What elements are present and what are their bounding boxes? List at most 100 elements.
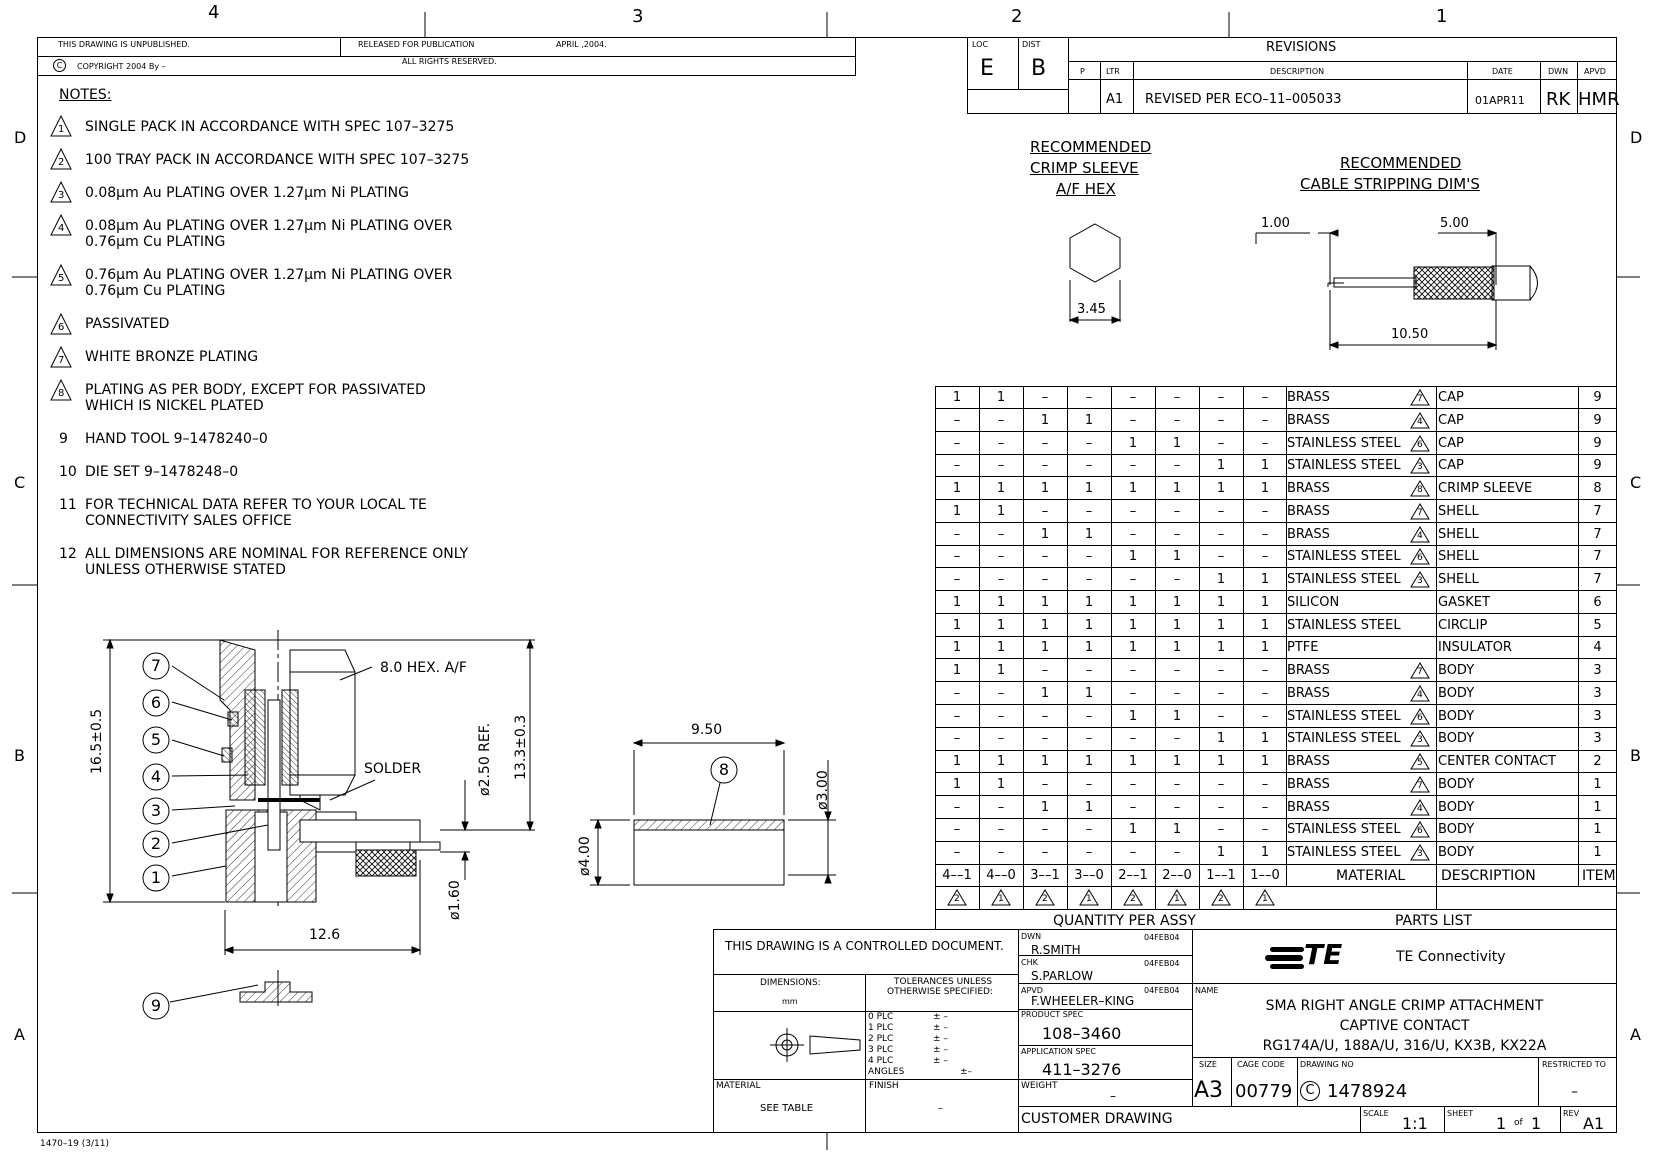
parts-list-qty-cell: 1 — [1172, 640, 1182, 656]
parts-list-qty-cell: 1 — [1084, 594, 1094, 610]
parts-list-qty-cell: – — [1085, 776, 1093, 792]
material-flag-number: 7 — [1417, 394, 1423, 404]
zone-label-top-3: 3 — [632, 6, 644, 27]
parts-list-qty-cell: 1 — [1084, 526, 1094, 542]
material-flag-number: 4 — [1417, 530, 1423, 541]
parts-list-qty-cell: 1 — [1040, 799, 1050, 815]
parts-list-qty-cell: 1 — [1260, 458, 1270, 474]
parts-list-qty-cell: – — [1129, 526, 1137, 542]
parts-list-qty-cell: – — [1041, 663, 1049, 678]
note-10-text: DIE SET 9–1478248–0 — [85, 464, 239, 480]
company-name: TE Connectivity — [1396, 949, 1506, 965]
material-flag-number: 6 — [1417, 439, 1423, 450]
variant-flag-number: 2 — [1130, 893, 1136, 904]
parts-list-material: SILICON — [1287, 594, 1340, 610]
balloon-4: 4 — [150, 767, 162, 786]
parts-list-qty-cell: 1 — [1084, 481, 1094, 496]
parts-list-qty-cell: 1 — [1040, 685, 1050, 701]
chk-label: CHK — [1021, 958, 1038, 967]
zone-label-side-a-right: A — [1630, 1025, 1641, 1044]
note-flag-4: 4 — [58, 223, 65, 234]
parts-list-qty-cell: – — [1261, 549, 1269, 565]
assembly-variant-header: 2––1 — [1118, 867, 1148, 883]
parts-list-qty-cell: 1 — [1128, 708, 1138, 724]
width-dim: 12.6 — [309, 927, 341, 943]
product-spec-label: PRODUCT SPEC — [1021, 1010, 1084, 1019]
parts-list-item: 9 — [1593, 458, 1602, 474]
parts-list-qty-cell: – — [1129, 412, 1137, 428]
hex-sleeve-outline — [1069, 223, 1121, 283]
parts-list-qty-cell: – — [1261, 799, 1269, 815]
parts-list-qty-cell: – — [1217, 776, 1225, 792]
parts-list-qty-cell: – — [997, 412, 1005, 428]
parts-list-qty-cell: – — [1261, 663, 1269, 678]
parts-list-qty-cell: 1 — [1172, 617, 1182, 633]
release-label: RELEASED FOR PUBLICATION — [358, 40, 475, 49]
parts-list-qty-cell: 1 — [1216, 617, 1226, 633]
parts-list-description: SHELL — [1438, 503, 1479, 519]
note-flag-5: 5 — [58, 273, 65, 284]
note-flag-2: 2 — [58, 157, 65, 168]
parts-list-description: CAP — [1438, 390, 1464, 405]
variant-flag-triangle: 1 — [991, 888, 1011, 906]
material-flag-triangle: 6 — [1410, 548, 1430, 565]
material-flag-triangle: 6 — [1410, 821, 1430, 838]
parts-list-qty-cell: – — [1041, 708, 1049, 724]
parts-list-item: 7 — [1593, 503, 1602, 519]
rev-header-dwn: DWN — [1548, 67, 1569, 76]
parts-list-qty-cell: – — [1085, 822, 1093, 838]
parts-list-material: BRASS — [1287, 481, 1330, 496]
parts-list-qty-cell: – — [1041, 822, 1049, 838]
variant-flag-number: 2 — [954, 893, 960, 904]
strip-dim-2: 5.00 — [1440, 216, 1469, 231]
parts-list-qty-cell: – — [997, 572, 1005, 587]
parts-list-qty-cell: – — [1173, 390, 1181, 405]
sheet-number: 1 — [1496, 1114, 1507, 1133]
note-flag-3: 3 — [58, 190, 65, 201]
variant-flag-triangle: 1 — [1167, 888, 1187, 906]
parts-list-qty-cell: 1 — [1260, 731, 1270, 747]
note-8-text-line2: WHICH IS NICKEL PLATED — [85, 398, 264, 414]
parts-list-qty-cell: 1 — [1172, 708, 1182, 724]
parts-list-qty-cell: – — [1041, 572, 1049, 587]
parts-list-qty-cell: – — [1261, 390, 1269, 405]
cable-stripping-sketch — [1255, 229, 1538, 350]
revisions-title: REVISIONS — [1266, 40, 1337, 55]
plc-1-label: 1 PLC — [868, 1023, 894, 1033]
material-flag-triangle: 6 — [1410, 434, 1430, 452]
parts-list-qty-cell: 1 — [1040, 526, 1050, 542]
copyright-symbol: C — [53, 59, 66, 72]
parts-list-qty-cell: – — [1217, 708, 1225, 724]
rev-value: A1 — [1583, 1114, 1605, 1133]
parts-list-qty-cell: 1 — [952, 663, 962, 678]
parts-list-material: STAINLESS STEEL — [1287, 572, 1401, 587]
sleeve-length-dim: 9.50 — [691, 722, 723, 738]
variant-flag-triangle: 2 — [1123, 888, 1143, 906]
parts-list-qty-cell: 1 — [1128, 435, 1138, 451]
assembly-variant-header: 1––0 — [1250, 867, 1280, 883]
release-date: APRIL ,2004. — [556, 40, 607, 49]
rev-header-date: DATE — [1492, 67, 1513, 76]
balloon-6: 6 — [150, 693, 162, 712]
finish-value: – — [938, 1103, 943, 1114]
parts-list-qty-cell: 1 — [952, 390, 962, 405]
parts-list-qty-cell: – — [1041, 390, 1049, 405]
material-flag-number: 3 — [1417, 849, 1423, 859]
dwn-date: 04FEB04 — [1144, 933, 1180, 942]
parts-list-qty-cell: – — [1173, 776, 1181, 792]
parts-list-qty-cell: – — [1041, 845, 1049, 860]
balloon-8: 8 — [718, 760, 730, 779]
parts-list-qty-cell: 1 — [1084, 617, 1094, 633]
variant-flag-triangle: 2 — [1211, 888, 1231, 906]
parts-list-qty-cell: – — [1041, 549, 1049, 565]
parts-list-qty-cell: – — [1217, 412, 1225, 428]
parts-list-qty-cell: – — [1085, 708, 1093, 724]
tolerances-line1: TOLERANCES UNLESS — [894, 977, 993, 987]
note-4-text-line2: 0.76μm Cu PLATING — [85, 234, 226, 250]
parts-list-description: BODY — [1438, 776, 1475, 792]
cage-code-label: CAGE CODE — [1237, 1060, 1285, 1069]
parts-list-material: BRASS — [1287, 776, 1330, 792]
parts-list-item: 7 — [1593, 549, 1602, 565]
rev-header-ltr: LTR — [1106, 67, 1120, 76]
chk-name: S.PARLOW — [1031, 969, 1094, 983]
